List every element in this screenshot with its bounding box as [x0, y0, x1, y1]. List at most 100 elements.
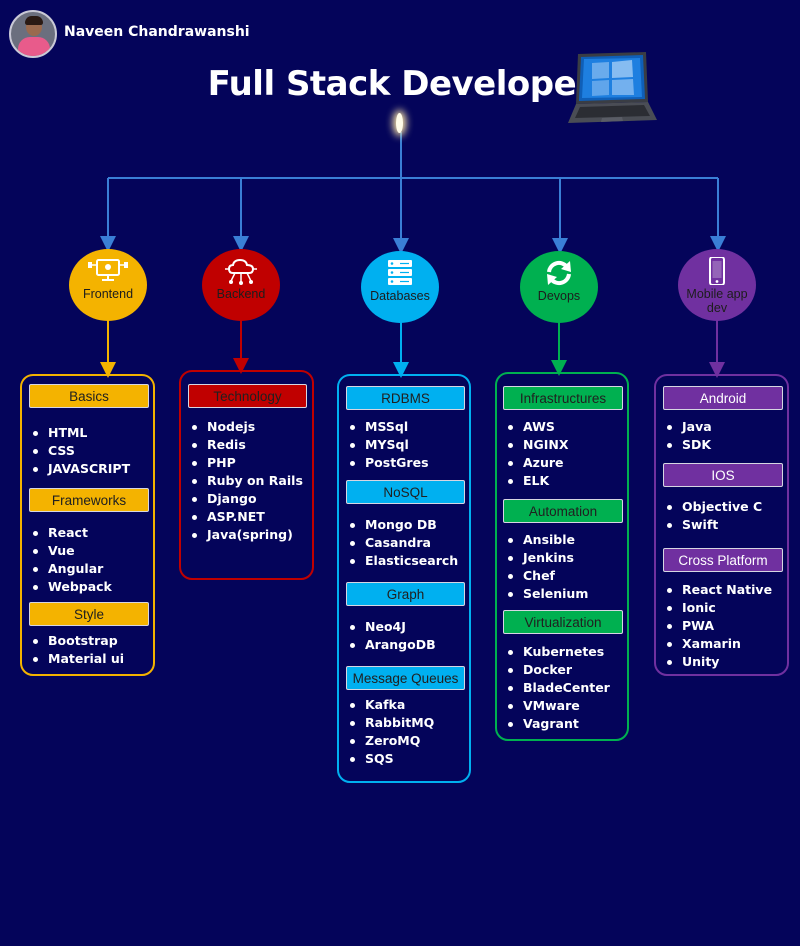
list-ios: Objective C Swift — [664, 498, 762, 534]
group-header-frameworks: Frameworks — [29, 488, 149, 512]
root-branches — [100, 132, 726, 254]
list-item: Mongo DB — [347, 516, 458, 534]
list-item: Objective C — [664, 498, 762, 516]
node-backend[interactable]: Backend — [202, 249, 280, 321]
list-item: Nodejs — [189, 418, 303, 436]
list-item: Ionic — [664, 599, 772, 617]
list-graph: Neo4J ArangoDB — [347, 618, 436, 654]
list-automation: Ansible Jenkins Chef Selenium — [505, 531, 588, 603]
author-badge: Naveen Chandrawanshi — [9, 10, 250, 58]
group-header-rdbms: RDBMS — [346, 386, 465, 410]
group-header-style: Style — [29, 602, 149, 626]
list-item: Webpack — [30, 578, 112, 596]
list-item: PHP — [189, 454, 303, 472]
list-item: RabbitMQ — [347, 714, 434, 732]
list-item: React — [30, 524, 112, 542]
list-item: ELK — [505, 472, 568, 490]
node-label-databases: Databases — [370, 289, 430, 303]
group-header-ios: IOS — [663, 463, 783, 487]
list-item: Java(spring) — [189, 526, 303, 544]
list-item: Selenium — [505, 585, 588, 603]
list-item: MSSql — [347, 418, 429, 436]
list-item: Azure — [505, 454, 568, 472]
list-item: NGINX — [505, 436, 568, 454]
list-item: Swift — [664, 516, 762, 534]
list-item: Django — [189, 490, 303, 508]
list-item: Vagrant — [505, 715, 610, 733]
list-item: ASP.NET — [189, 508, 303, 526]
node-databases[interactable]: Databases — [361, 251, 439, 323]
laptop-icon — [568, 52, 657, 123]
list-cross-platform: React Native Ionic PWA Xamarin Unity — [664, 581, 772, 671]
list-item: Ruby on Rails — [189, 472, 303, 490]
list-item: Elasticsearch — [347, 552, 458, 570]
group-header-automation: Automation — [503, 499, 623, 523]
node-devops[interactable]: Devops — [520, 251, 598, 323]
card-databases: RDBMS MSSql MYSql PostGres NoSQL Mongo D… — [337, 374, 471, 783]
list-infrastructures: AWS NGINX Azure ELK — [505, 418, 568, 490]
list-basics: HTML CSS JAVASCRIPT — [30, 424, 130, 478]
list-item: JAVASCRIPT — [30, 460, 130, 478]
author-name: Naveen Chandrawanshi — [64, 24, 250, 40]
group-header-technology: Technology — [188, 384, 307, 408]
list-virtualization: Kubernetes Docker BladeCenter VMware Vag… — [505, 643, 610, 733]
list-item: SDK — [664, 436, 712, 454]
list-item: PWA — [664, 617, 772, 635]
list-item: React Native — [664, 581, 772, 599]
list-item: Neo4J — [347, 618, 436, 636]
list-item: Kafka — [347, 696, 434, 714]
list-frameworks: React Vue Angular Webpack — [30, 524, 112, 596]
list-item: ZeroMQ — [347, 732, 434, 750]
monitor-network-icon — [88, 259, 128, 281]
list-item: Docker — [505, 661, 610, 679]
list-item: Kubernetes — [505, 643, 610, 661]
group-header-graph: Graph — [346, 582, 465, 606]
group-header-android: Android — [663, 386, 783, 410]
list-item: CSS — [30, 442, 130, 460]
list-style: Bootstrap Material ui — [30, 632, 124, 668]
node-mobile[interactable]: Mobile app dev — [678, 249, 756, 321]
list-item: Casandra — [347, 534, 458, 552]
list-technology: Nodejs Redis PHP Ruby on Rails Django AS… — [189, 418, 303, 544]
node-label-backend: Backend — [216, 287, 266, 301]
node-frontend[interactable]: Frontend — [69, 249, 147, 321]
smartphone-icon — [709, 257, 725, 285]
group-header-virtualization: Virtualization — [503, 610, 623, 634]
list-item: Jenkins — [505, 549, 588, 567]
list-item: VMware — [505, 697, 610, 715]
list-nosql: Mongo DB Casandra Elasticsearch — [347, 516, 458, 570]
list-item: Vue — [30, 542, 112, 560]
lightbulb-glow — [396, 113, 403, 133]
node-label-frontend: Frontend — [82, 287, 134, 301]
list-item: Redis — [189, 436, 303, 454]
card-mobile: Android Java SDK IOS Objective C Swift C… — [654, 374, 789, 676]
list-item: BladeCenter — [505, 679, 610, 697]
cloud-network-icon — [225, 258, 257, 285]
list-item: PostGres — [347, 454, 429, 472]
author-avatar — [9, 10, 57, 58]
list-item: Ansible — [505, 531, 588, 549]
group-header-infrastructures: Infrastructures — [503, 386, 623, 410]
list-item: AWS — [505, 418, 568, 436]
sync-arrows-icon — [547, 260, 571, 286]
node-label-devops: Devops — [537, 289, 581, 303]
page-title: Full Stack Developer — [207, 64, 593, 104]
list-item: Bootstrap — [30, 632, 124, 650]
list-message-queues: Kafka RabbitMQ ZeroMQ SQS — [347, 696, 434, 768]
list-item: ArangoDB — [347, 636, 436, 654]
list-item: Chef — [505, 567, 588, 585]
card-backend: Technology Nodejs Redis PHP Ruby on Rail… — [179, 370, 314, 580]
list-item: HTML — [30, 424, 130, 442]
server-icon — [388, 260, 412, 285]
list-item: Material ui — [30, 650, 124, 668]
card-devops: Infrastructures AWS NGINX Azure ELK Auto… — [495, 372, 629, 741]
list-android: Java SDK — [664, 418, 712, 454]
group-header-nosql: NoSQL — [346, 480, 465, 504]
list-item: Unity — [664, 653, 772, 671]
group-header-cross-platform: Cross Platform — [663, 548, 783, 572]
list-rdbms: MSSql MYSql PostGres — [347, 418, 429, 472]
list-item: SQS — [347, 750, 434, 768]
group-header-basics: Basics — [29, 384, 149, 408]
group-header-message-queues: Message Queues — [346, 666, 465, 690]
